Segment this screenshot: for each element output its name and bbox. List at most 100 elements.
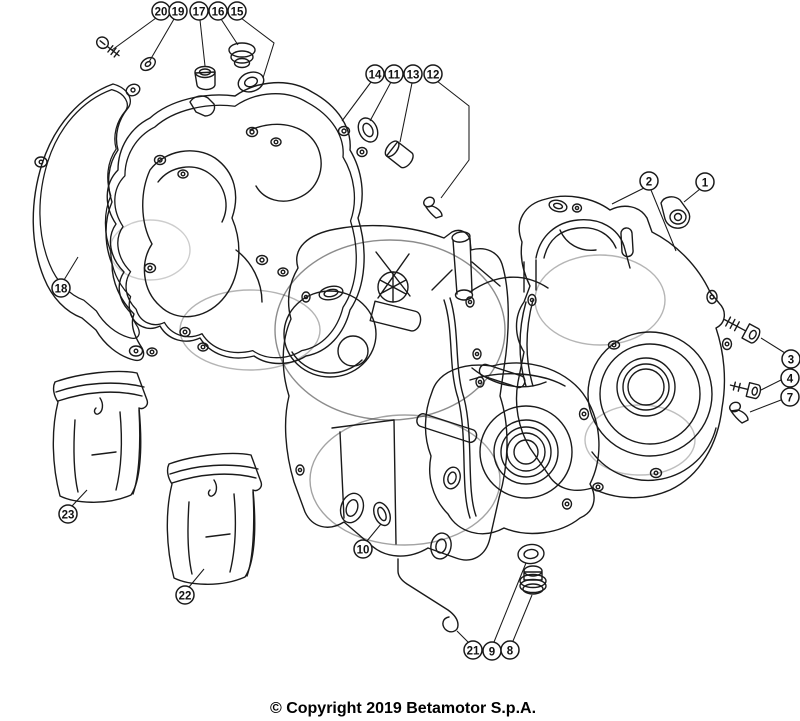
callout-circle-11[interactable] bbox=[384, 64, 404, 84]
callout-3[interactable]: 3 bbox=[781, 349, 800, 369]
callout-circle-17[interactable] bbox=[189, 1, 209, 21]
callout-number-7: 7 bbox=[787, 392, 793, 404]
callout-14[interactable]: 14 bbox=[365, 64, 385, 84]
callout-circle-13[interactable] bbox=[403, 64, 423, 84]
callout-circle-12[interactable] bbox=[423, 64, 443, 84]
callout-number-19: 19 bbox=[172, 6, 185, 18]
parts-bag-23 bbox=[52, 370, 149, 503]
leader-line-8 bbox=[512, 594, 533, 642]
callout-10[interactable]: 10 bbox=[353, 539, 373, 559]
callout-number-16: 16 bbox=[212, 6, 225, 18]
callout-23[interactable]: 23 bbox=[58, 504, 78, 524]
callout-12[interactable]: 12 bbox=[423, 64, 443, 84]
callout-circle-1[interactable] bbox=[695, 172, 715, 192]
callout-number-3: 3 bbox=[788, 354, 794, 366]
callout-circle-2[interactable] bbox=[639, 171, 659, 191]
leader-line-4 bbox=[760, 379, 782, 391]
bolt-4 bbox=[729, 381, 762, 400]
callout-11[interactable]: 11 bbox=[384, 64, 404, 84]
callout-17[interactable]: 17 bbox=[189, 1, 209, 21]
callout-number-11: 11 bbox=[388, 69, 401, 81]
callout-circle-4[interactable] bbox=[780, 368, 800, 388]
inner-bearing-cover bbox=[424, 362, 600, 535]
dowel-bushing-1-2 bbox=[660, 196, 691, 229]
callout-1[interactable]: 1 bbox=[695, 172, 715, 192]
callout-circle-18[interactable] bbox=[51, 278, 71, 298]
callout-circle-14[interactable] bbox=[365, 64, 385, 84]
callout-circle-19[interactable] bbox=[168, 1, 188, 21]
callout-number-1: 1 bbox=[702, 177, 709, 189]
callout-circle-23[interactable] bbox=[58, 504, 78, 524]
callout-number-15: 15 bbox=[231, 6, 244, 18]
callout-19[interactable]: 19 bbox=[168, 1, 188, 21]
plug-8 bbox=[519, 565, 547, 595]
leader-line-9 bbox=[493, 562, 527, 643]
right-crankcase-half bbox=[515, 195, 733, 499]
leader-line-15 bbox=[240, 17, 275, 79]
left-crankcase-half bbox=[282, 224, 549, 561]
elbow-fitting-7 bbox=[728, 401, 749, 424]
callout-circle-7[interactable] bbox=[780, 387, 800, 407]
callout-2[interactable]: 2 bbox=[639, 171, 659, 191]
leader-line-22 bbox=[188, 568, 205, 588]
callout-number-12: 12 bbox=[427, 69, 440, 81]
callout-20[interactable]: 20 bbox=[151, 1, 171, 21]
callout-22[interactable]: 22 bbox=[175, 585, 195, 605]
callout-number-9: 9 bbox=[489, 646, 495, 658]
callout-number-10: 10 bbox=[357, 544, 370, 556]
leader-line-23 bbox=[71, 489, 88, 507]
copyright-text: © Copyright 2019 Betamotor S.p.A. bbox=[270, 700, 536, 717]
callout-7[interactable]: 7 bbox=[780, 387, 800, 407]
right-case-bolt-holes bbox=[527, 203, 733, 492]
leader-line-1 bbox=[683, 188, 701, 203]
callout-circle-21[interactable] bbox=[463, 640, 483, 660]
callout-circle-10[interactable] bbox=[353, 539, 373, 559]
o-ring-11 bbox=[357, 117, 379, 143]
halftone-shading bbox=[109, 219, 696, 546]
screw-20 bbox=[95, 36, 120, 58]
leader-line-3 bbox=[760, 337, 786, 354]
leader-line-7 bbox=[749, 399, 782, 413]
leader-line-12 bbox=[436, 80, 470, 199]
callout-number-4: 4 bbox=[787, 373, 794, 385]
clutch-cover-gasket bbox=[32, 83, 145, 362]
callout-number-17: 17 bbox=[193, 6, 206, 18]
callout-number-20: 20 bbox=[155, 6, 168, 18]
leader-line-11 bbox=[369, 81, 392, 122]
clutch-cover bbox=[106, 82, 368, 365]
leader-line-2 bbox=[611, 187, 645, 205]
cover-bolt-holes bbox=[143, 125, 368, 357]
callout-number-23: 23 bbox=[62, 509, 75, 521]
callout-13[interactable]: 13 bbox=[403, 64, 423, 84]
callout-4[interactable]: 4 bbox=[780, 368, 800, 388]
elbow-fitting-12 bbox=[423, 196, 443, 219]
plug-17 bbox=[194, 65, 216, 91]
callout-number-21: 21 bbox=[467, 645, 480, 657]
callout-8[interactable]: 8 bbox=[500, 640, 520, 660]
retainer-tab-19 bbox=[140, 56, 156, 72]
callout-circle-15[interactable] bbox=[227, 1, 247, 21]
rubber-plug-16 bbox=[228, 42, 256, 69]
shaft-stub bbox=[369, 300, 422, 332]
callout-9[interactable]: 9 bbox=[482, 641, 502, 661]
callout-circle-22[interactable] bbox=[175, 585, 195, 605]
leader-line-10 bbox=[366, 523, 382, 542]
leader-line-20 bbox=[111, 17, 157, 51]
callout-15[interactable]: 15 bbox=[227, 1, 247, 21]
leader-line-19 bbox=[148, 18, 175, 63]
callout-number-14: 14 bbox=[369, 69, 382, 81]
callout-circle-16[interactable] bbox=[208, 1, 228, 21]
callout-circle-8[interactable] bbox=[500, 640, 520, 660]
callout-21[interactable]: 21 bbox=[463, 640, 483, 660]
callout-circle-3[interactable] bbox=[781, 349, 800, 369]
callout-16[interactable]: 16 bbox=[208, 1, 228, 21]
left-case-bolt-holes bbox=[295, 291, 482, 476]
leader-line-13 bbox=[399, 82, 413, 143]
leader-line-17 bbox=[199, 19, 206, 67]
callout-18[interactable]: 18 bbox=[51, 278, 71, 298]
parts-bag-22 bbox=[166, 452, 263, 585]
leader-line-21 bbox=[456, 630, 469, 643]
